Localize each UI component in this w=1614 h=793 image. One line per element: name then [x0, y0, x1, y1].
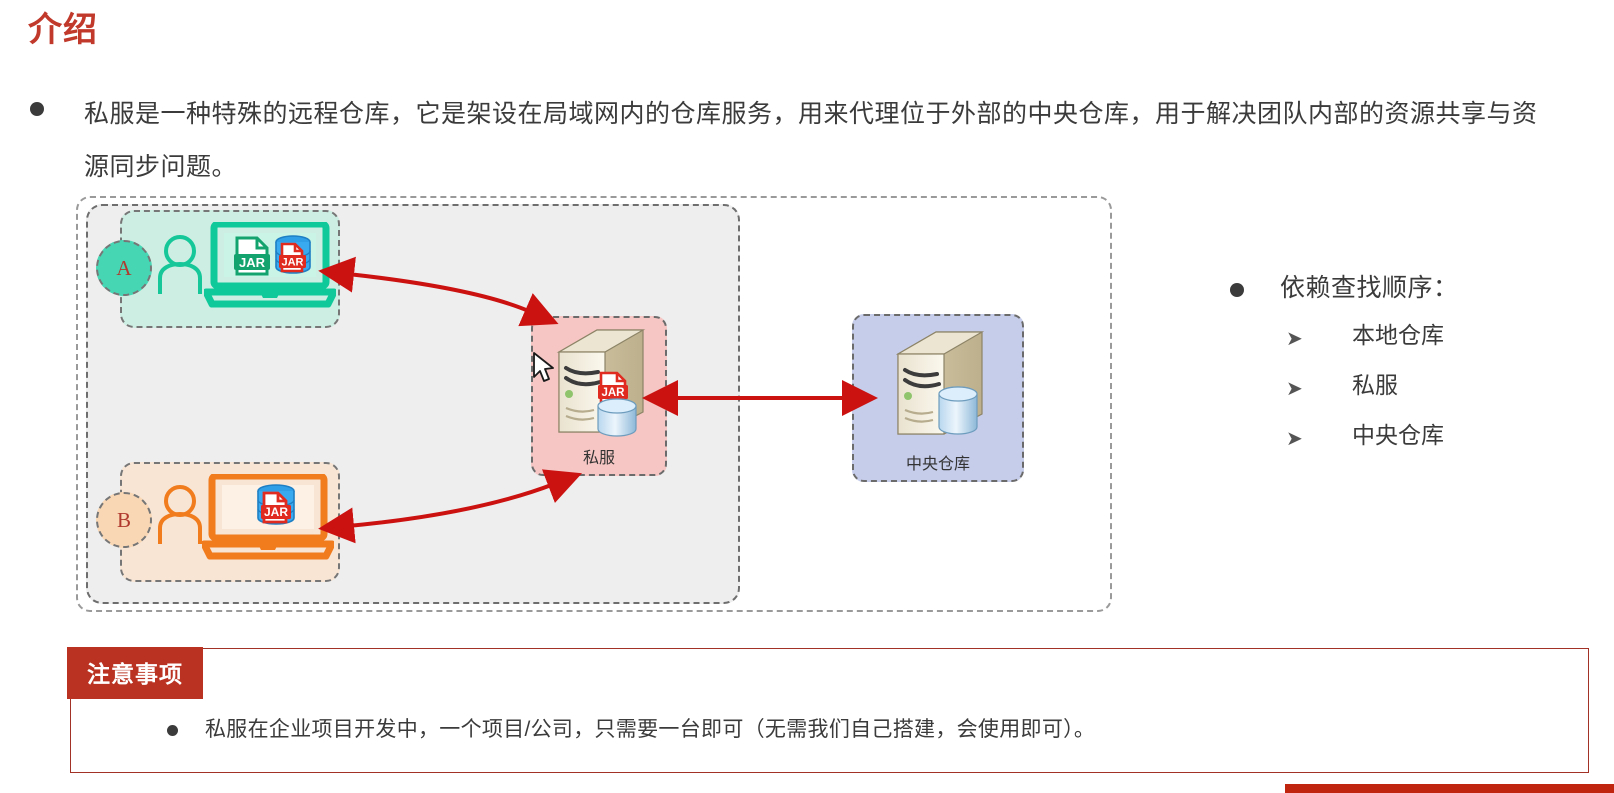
- bullet-dot-icon: [30, 102, 44, 116]
- arrow-private-central-repo: [642, 380, 878, 416]
- lookup-order-item-local[interactable]: ➤ 本地仓库: [1286, 322, 1444, 350]
- intro-paragraph-block: 私服是一种特殊的远程仓库，它是架设在局域网内的仓库服务，用来代理位于外部的中央仓…: [24, 88, 1544, 194]
- dependency-lookup-order-list: 依赖查找顺序： ➤ 本地仓库 ➤ 私服 ➤ 中央仓库: [1222, 268, 1592, 466]
- svg-text:JAR: JAR: [239, 255, 266, 270]
- intro-text: 私服是一种特殊的远程仓库，它是架设在局域网内的仓库服务，用来代理位于外部的中央仓…: [84, 100, 1538, 181]
- notice-box: 注意事项 私服在企业项目开发中，一个项目/公司，只需要一台即可（无需我们自己搭建…: [67, 647, 1589, 773]
- arrow-marker-icon: ➤: [1286, 326, 1303, 350]
- database-cylinder-icon: [938, 386, 978, 435]
- external-network-boundary: [76, 196, 1112, 612]
- notice-tag-label: 注意事项: [67, 647, 203, 699]
- arrow-developer-b-private-repo: [318, 469, 583, 544]
- svg-text:JAR: JAR: [601, 387, 625, 399]
- server-tower-icon: [895, 331, 985, 435]
- notice-body: 私服在企业项目开发中，一个项目/公司，只需要一台即可（无需我们自己搭建，会使用即…: [95, 713, 1578, 743]
- bottom-accent-bar: [1285, 784, 1614, 793]
- developer-b-badge: B: [96, 492, 152, 548]
- arrow-marker-icon: ➤: [1286, 376, 1303, 400]
- jar-file-icon: JAR: [234, 236, 270, 276]
- mouse-pointer-icon: [533, 352, 554, 382]
- lookup-order-heading: 依赖查找顺序：: [1222, 268, 1592, 316]
- private-repository-architecture-diagram: A JAR JAR B: [76, 196, 1116, 614]
- svg-text:JAR: JAR: [281, 257, 303, 269]
- person-icon: [158, 485, 202, 544]
- central-repository-label: 中央仓库: [905, 456, 970, 473]
- lookup-order-item-private[interactable]: ➤ 私服: [1286, 372, 1398, 400]
- jar-file-icon: JAR: [598, 371, 628, 407]
- developer-a-badge: A: [96, 240, 152, 296]
- bullet-dot-icon: [167, 725, 178, 736]
- database-cylinder-icon: [597, 398, 637, 437]
- lookup-order-item-central[interactable]: ➤ 中央仓库: [1286, 422, 1444, 450]
- bullet-dot-icon: [1230, 283, 1244, 297]
- database-jar-icon: JAR: [257, 484, 295, 525]
- arrow-marker-icon: ➤: [1286, 426, 1303, 450]
- arrow-developer-a-private-repo: [318, 256, 559, 327]
- page-title: 介绍: [28, 11, 98, 49]
- person-icon: [158, 235, 202, 294]
- server-tower-icon: JAR: [556, 329, 646, 437]
- central-repository-node[interactable]: 中央仓库: [852, 314, 1024, 482]
- svg-text:JAR: JAR: [264, 505, 288, 519]
- database-jar-icon: JAR: [275, 235, 311, 274]
- private-repository-label: 私服: [582, 450, 615, 467]
